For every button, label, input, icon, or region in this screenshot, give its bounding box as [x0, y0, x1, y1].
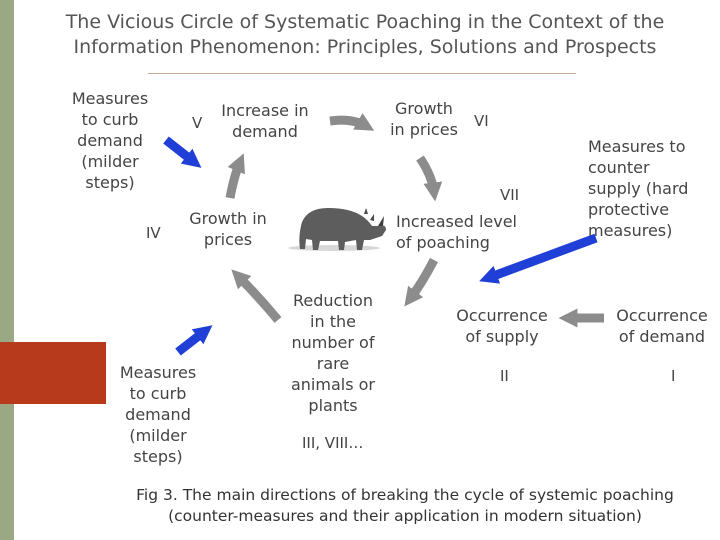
decorative-stripe	[0, 0, 14, 540]
node-measures-counter-supply: Measures to counter supply (hard protect…	[588, 137, 689, 240]
numeral-vi: VI	[474, 112, 489, 130]
node-occurrence-of-supply: Occurrence of supply	[456, 306, 548, 346]
decorative-red-tab	[0, 342, 106, 404]
node-growth-in-prices-left: Growth in prices	[189, 209, 267, 249]
arrow-growth-to-demand	[225, 153, 245, 199]
numeral-iii-viii: III, VIII…	[302, 434, 364, 452]
node-increase-in-demand: Increase in demand	[221, 101, 309, 141]
node-reduction-rare-species: Reduction in the number of rare animals …	[290, 291, 375, 415]
numeral-ii: II	[500, 367, 509, 385]
numeral-v: V	[192, 114, 203, 132]
title-line-2: Information Phenomenon: Principles, Solu…	[73, 36, 657, 58]
arrow-demand-to-prices	[329, 113, 375, 131]
node-growth-in-prices-top: Growth in prices	[390, 99, 458, 139]
node-increased-poaching: Increased level of poaching	[396, 212, 517, 252]
arrow-prices-to-poaching	[416, 155, 443, 202]
caption-line-1: Fig 3. The main directions of breaking t…	[136, 486, 674, 504]
node-occurrence-of-demand: Occurrence of demand	[616, 306, 708, 346]
page-title: The Vicious Circle of Systematic Poachin…	[20, 10, 710, 60]
measures-curb-demand-bottom: Measures to curb demand (milder steps)	[119, 363, 197, 466]
numeral-vii: VII	[500, 186, 520, 204]
arrow-reduction-to-growth	[231, 269, 282, 323]
numeral-i: I	[671, 367, 676, 385]
title-line-1: The Vicious Circle of Systematic Poachin…	[65, 11, 665, 33]
rhino-icon	[288, 208, 386, 251]
blue-arrow-right	[479, 233, 598, 284]
caption-line-2: (counter-measures and their application …	[168, 507, 642, 525]
measures-curb-demand-top: Measures to curb demand (milder steps)	[71, 89, 149, 192]
numeral-iv: IV	[146, 224, 161, 242]
title-divider	[148, 73, 576, 74]
blue-arrow-bottom-left	[175, 325, 213, 356]
figure-caption: Fig 3. The main directions of breaking t…	[100, 485, 710, 527]
arrow-poaching-to-reduction	[404, 257, 438, 307]
blue-arrow-top-left	[163, 136, 202, 168]
